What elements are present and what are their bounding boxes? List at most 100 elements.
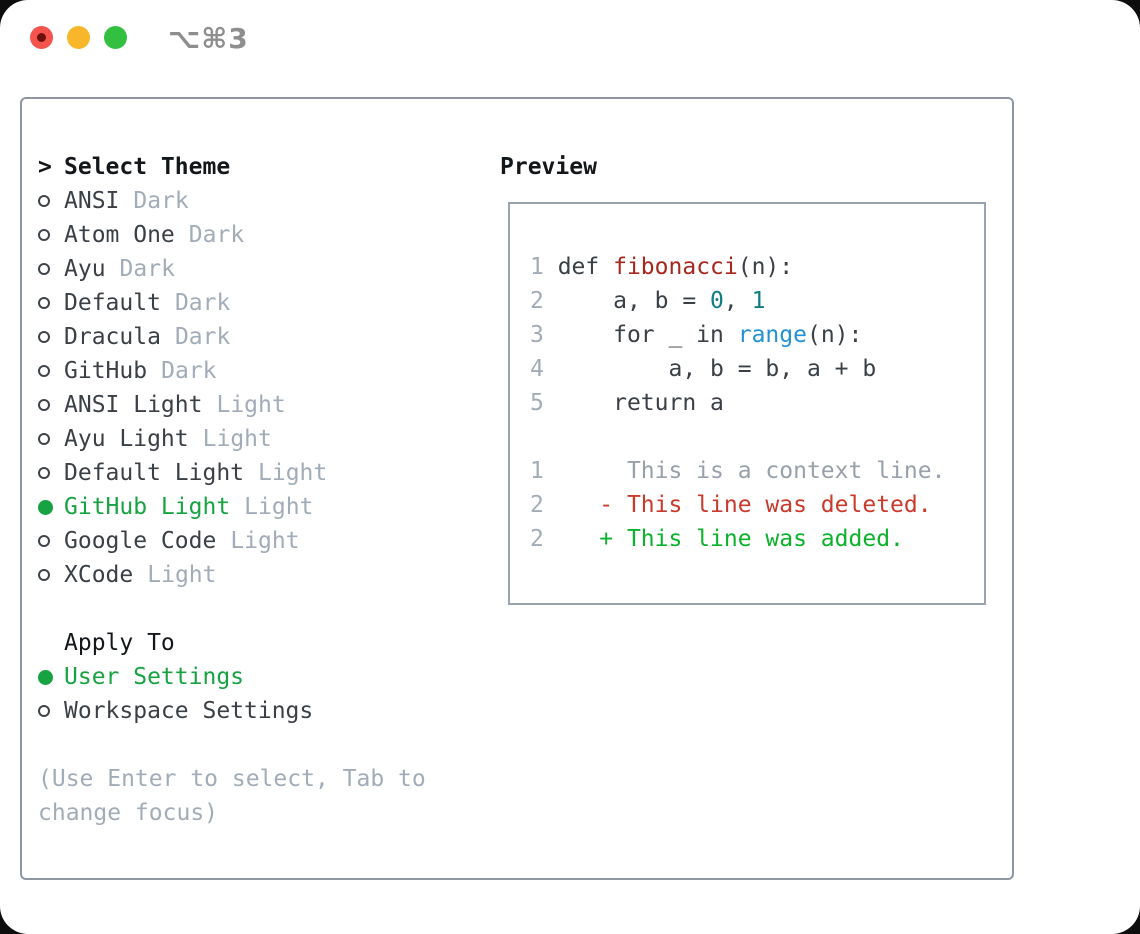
theme-option-google-code[interactable]: Google Code Light: [38, 524, 426, 558]
theme-option-atom-one[interactable]: Atom One Dark: [38, 218, 426, 252]
theme-option-default-light[interactable]: Default Light Light: [38, 456, 426, 490]
minimize-button[interactable]: [67, 26, 90, 49]
marker-cell: [38, 263, 64, 275]
radio-icon: [38, 467, 50, 479]
code-segment-plain: for _ in: [543, 322, 738, 348]
marker-cell: [38, 365, 64, 377]
theme-variant-tag: Dark: [174, 290, 231, 316]
theme-option-ayu-light[interactable]: Ayu Light Light: [38, 422, 426, 456]
code-line: 3 for _ in range(n):: [530, 318, 984, 352]
diff-line-added: 2 + This line was added.: [530, 522, 984, 556]
code-segment-number: 0: [710, 288, 724, 314]
theme-name: XCode: [64, 562, 134, 588]
code-segment-func: fibonacci: [613, 254, 738, 280]
theme-name: ANSI: [64, 188, 120, 214]
code-line: 5 return a: [530, 386, 984, 420]
marker-cell: [38, 331, 64, 343]
code-segment-builtin: range: [737, 322, 807, 348]
theme-name: ANSI Light: [64, 392, 203, 418]
code-line: 1 def fibonacci(n):: [530, 250, 984, 284]
radio-icon: [38, 297, 50, 309]
apply-to-header: Apply To: [38, 626, 426, 660]
theme-variant-tag: Light: [230, 528, 300, 554]
theme-name: Google Code: [64, 528, 217, 554]
code-segment-context: This is a context line.: [543, 458, 946, 484]
marker-cell: [38, 669, 64, 685]
theme-name: Ayu Light: [64, 426, 189, 452]
code-segment-deleted: - This line was deleted.: [599, 492, 932, 518]
radio-icon: [38, 365, 50, 377]
code-segment-plain: [544, 526, 599, 552]
code-segment-linenum: 2: [530, 492, 544, 518]
radio-icon: [38, 399, 50, 411]
theme-variant-tag: Dark: [161, 358, 217, 384]
titlebar: ⌥⌘3: [0, 0, 1140, 97]
help-line: change focus): [38, 800, 219, 826]
marker-cell: [38, 195, 64, 207]
radio-icon: [38, 229, 50, 241]
code-segment-plain: ,: [723, 288, 752, 314]
code-segment-linenum: 5: [530, 390, 544, 416]
theme-list-title: Select Theme: [64, 154, 231, 180]
theme-variant-tag: Dark: [133, 188, 189, 214]
help-text: (Use Enter to select, Tab to change focu…: [38, 762, 426, 830]
code-segment-linenum: 1: [530, 458, 544, 484]
theme-list-header: > Select Theme: [38, 150, 426, 184]
diff-line-context: 1 This is a context line.: [530, 454, 984, 488]
code-segment-plain: (n):: [806, 322, 863, 348]
marker-cell: [38, 499, 64, 515]
code-segment-plain: def: [543, 254, 614, 280]
diff-preview: 1 This is a context line.2 - This line w…: [530, 454, 984, 556]
code-segment-plain: a, b = b, a + b: [543, 356, 877, 382]
theme-option-ansi-light[interactable]: ANSI Light Light: [38, 388, 426, 422]
theme-variant-tag: Light: [244, 494, 314, 520]
theme-variant-tag: Light: [202, 426, 272, 452]
code-segment-plain: a, b =: [543, 288, 711, 314]
theme-option-ayu[interactable]: Ayu Dark: [38, 252, 426, 286]
code-preview: 1 def fibonacci(n): 2 a, b = 0, 1 3 for _ …: [530, 250, 984, 420]
marker-cell: [38, 569, 64, 581]
theme-name: Atom One: [64, 222, 175, 248]
help-line: (Use Enter to select, Tab to: [38, 766, 426, 792]
theme-option-ansi[interactable]: ANSI Dark: [38, 184, 426, 218]
marker-cell: [38, 705, 64, 717]
theme-name: GitHub: [64, 358, 148, 384]
theme-option-github[interactable]: GitHub Dark: [38, 354, 426, 388]
focus-caret-icon: >: [38, 154, 52, 180]
radio-icon: [38, 195, 50, 207]
maximize-button[interactable]: [104, 26, 127, 49]
radio-selected-icon: [38, 499, 53, 515]
apply-option-label: User Settings: [64, 664, 245, 690]
code-segment-plain: return a: [543, 390, 724, 416]
radio-icon: [38, 263, 50, 275]
preview-title: Preview: [500, 154, 597, 180]
theme-name: Ayu: [64, 256, 106, 282]
marker-cell: [38, 433, 64, 445]
close-button[interactable]: [30, 26, 53, 49]
theme-variant-tag: Dark: [119, 256, 175, 282]
radio-icon: [38, 433, 50, 445]
marker-cell: [38, 467, 64, 479]
apply-option-user-settings[interactable]: User Settings: [38, 660, 426, 694]
theme-name: Default Light: [64, 460, 245, 486]
code-segment-linenum: 2: [530, 288, 544, 314]
theme-variant-tag: Light: [216, 392, 286, 418]
radio-icon: [38, 331, 50, 343]
apply-option-label: Workspace Settings: [64, 698, 314, 724]
apply-option-workspace-settings[interactable]: Workspace Settings: [38, 694, 426, 728]
diff-line-deleted: 2 - This line was deleted.: [530, 488, 984, 522]
theme-name: Dracula: [64, 324, 161, 350]
theme-variant-tag: Dark: [188, 222, 245, 248]
theme-variant-tag: Light: [258, 460, 328, 486]
code-segment-number: 1: [751, 288, 766, 314]
marker-cell: [38, 297, 64, 309]
